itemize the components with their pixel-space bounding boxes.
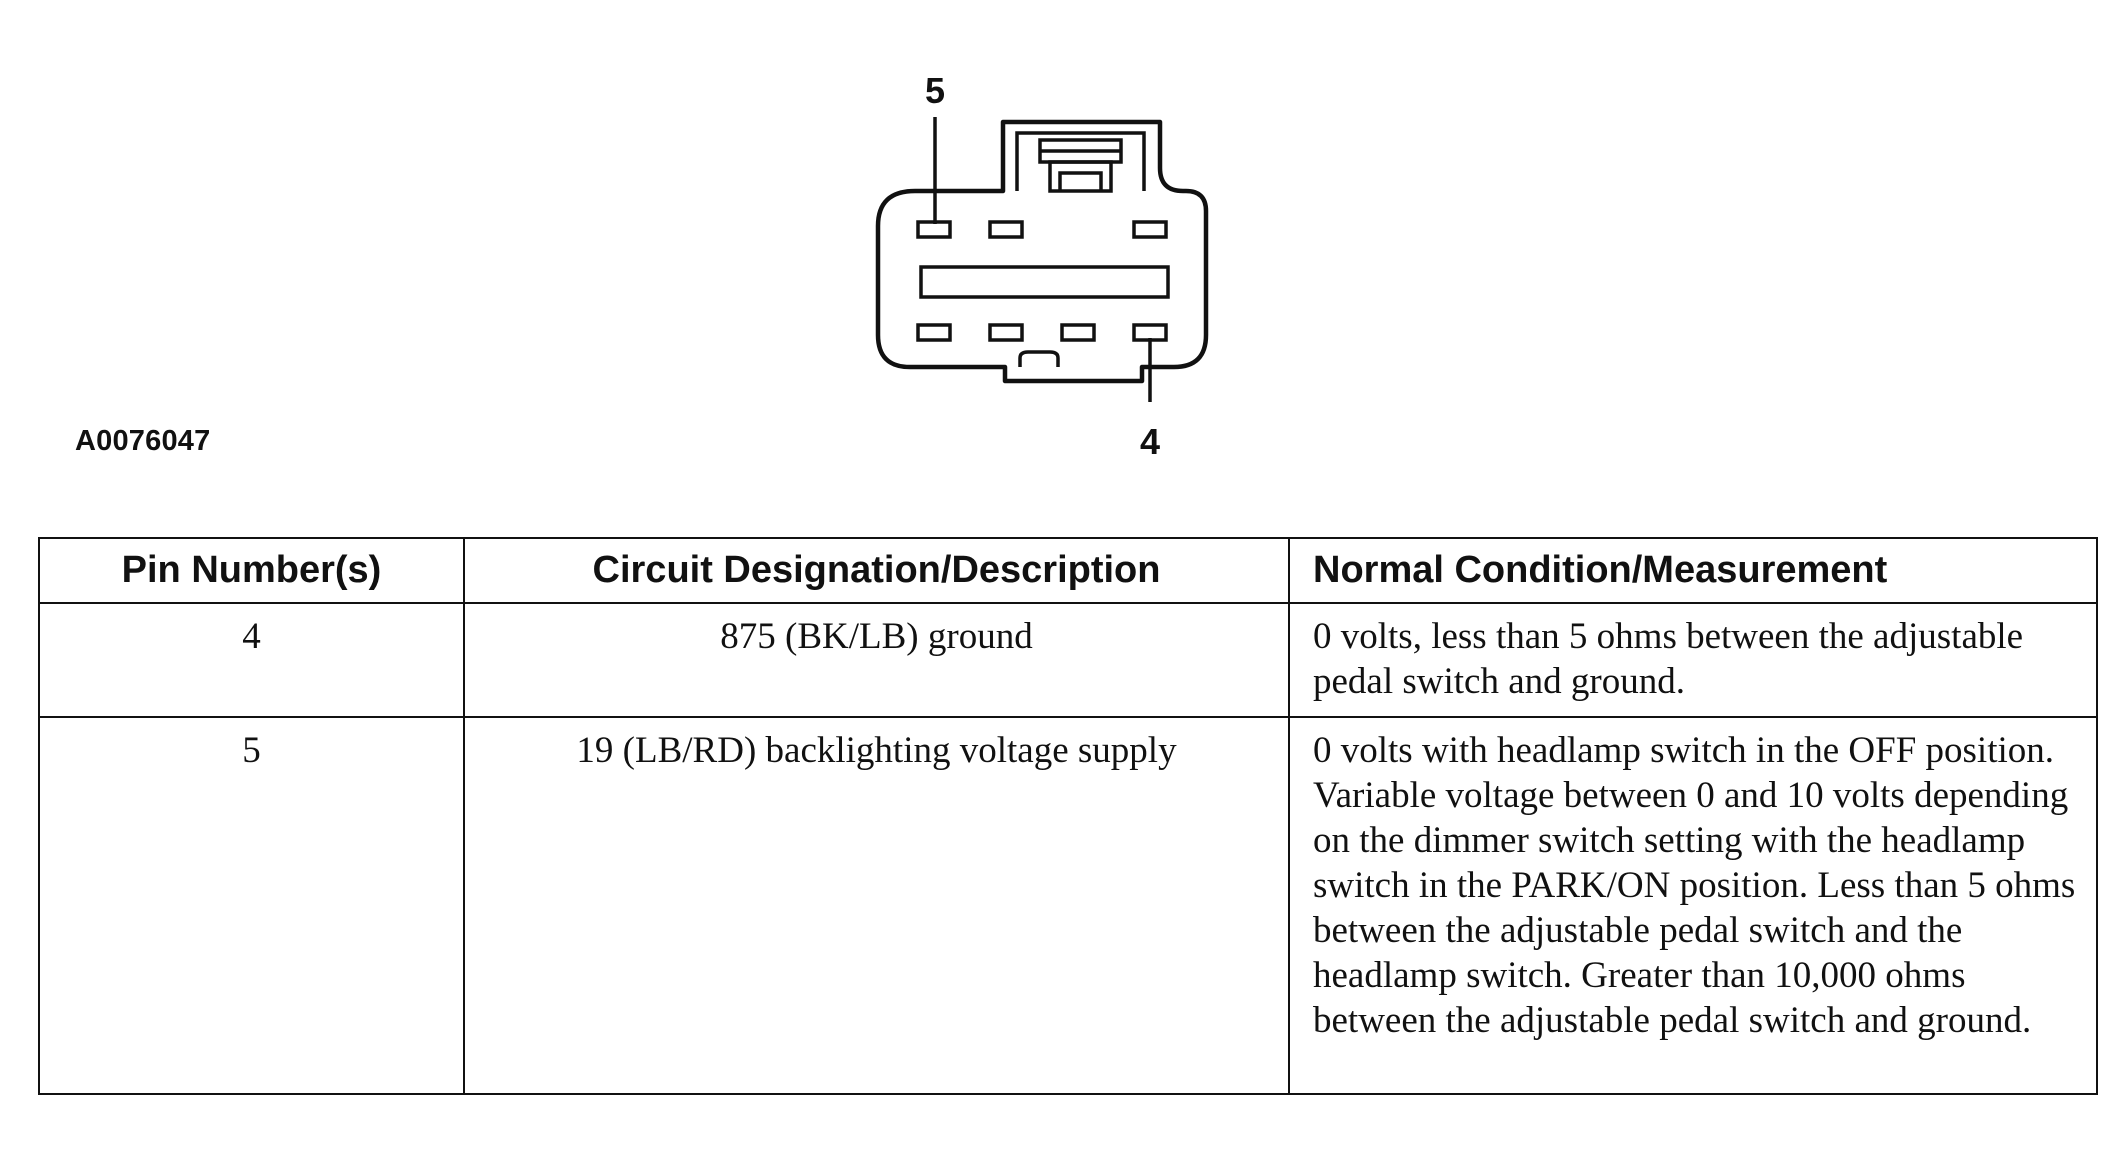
center-slot bbox=[919, 265, 1170, 299]
pin-5-callout: 5 bbox=[925, 70, 945, 111]
table-row: 5 19 (LB/RD) backlighting voltage supply… bbox=[38, 716, 2098, 1095]
top-pin-cavities bbox=[916, 220, 1168, 239]
pin-number-cell: 4 bbox=[38, 602, 465, 718]
table-row: 4 875 (BK/LB) ground 0 volts, less than … bbox=[38, 602, 2098, 718]
pin-cavity-5 bbox=[916, 220, 952, 239]
figure-id: A0076047 bbox=[75, 425, 211, 457]
pin-cavity bbox=[988, 323, 1024, 342]
bottom-pin-cavities bbox=[916, 323, 1168, 342]
pin-number-cell: 5 bbox=[38, 716, 465, 1095]
pin-4-callout: 4 bbox=[1140, 421, 1160, 462]
table-header-row: Pin Number(s) Circuit Designation/Descri… bbox=[38, 537, 2098, 604]
locking-latch bbox=[1015, 131, 1146, 193]
connector-diagram: 5 4 bbox=[875, 70, 1209, 462]
pin-cavity bbox=[988, 220, 1024, 239]
pin-number-header: Pin Number(s) bbox=[38, 537, 465, 604]
condition-cell: 0 volts, less than 5 ohms between the ad… bbox=[1288, 602, 2098, 718]
condition-header: Normal Condition/Measurement bbox=[1288, 537, 2098, 604]
pin-cavity bbox=[1132, 220, 1168, 239]
condition-cell: 0 volts with headlamp switch in the OFF … bbox=[1288, 716, 2098, 1095]
circuit-header: Circuit Designation/Description bbox=[463, 537, 1290, 604]
connector-body bbox=[875, 119, 1209, 384]
circuit-cell: 875 (BK/LB) ground bbox=[463, 602, 1290, 718]
pin-table: Pin Number(s) Circuit Designation/Descri… bbox=[38, 537, 2098, 1095]
pin-cavity bbox=[916, 323, 952, 342]
circuit-cell: 19 (LB/RD) backlighting voltage supply bbox=[463, 716, 1290, 1095]
key-notch bbox=[1018, 350, 1060, 367]
pin-cavity-4 bbox=[1132, 323, 1168, 342]
pin-cavity bbox=[1060, 323, 1096, 342]
